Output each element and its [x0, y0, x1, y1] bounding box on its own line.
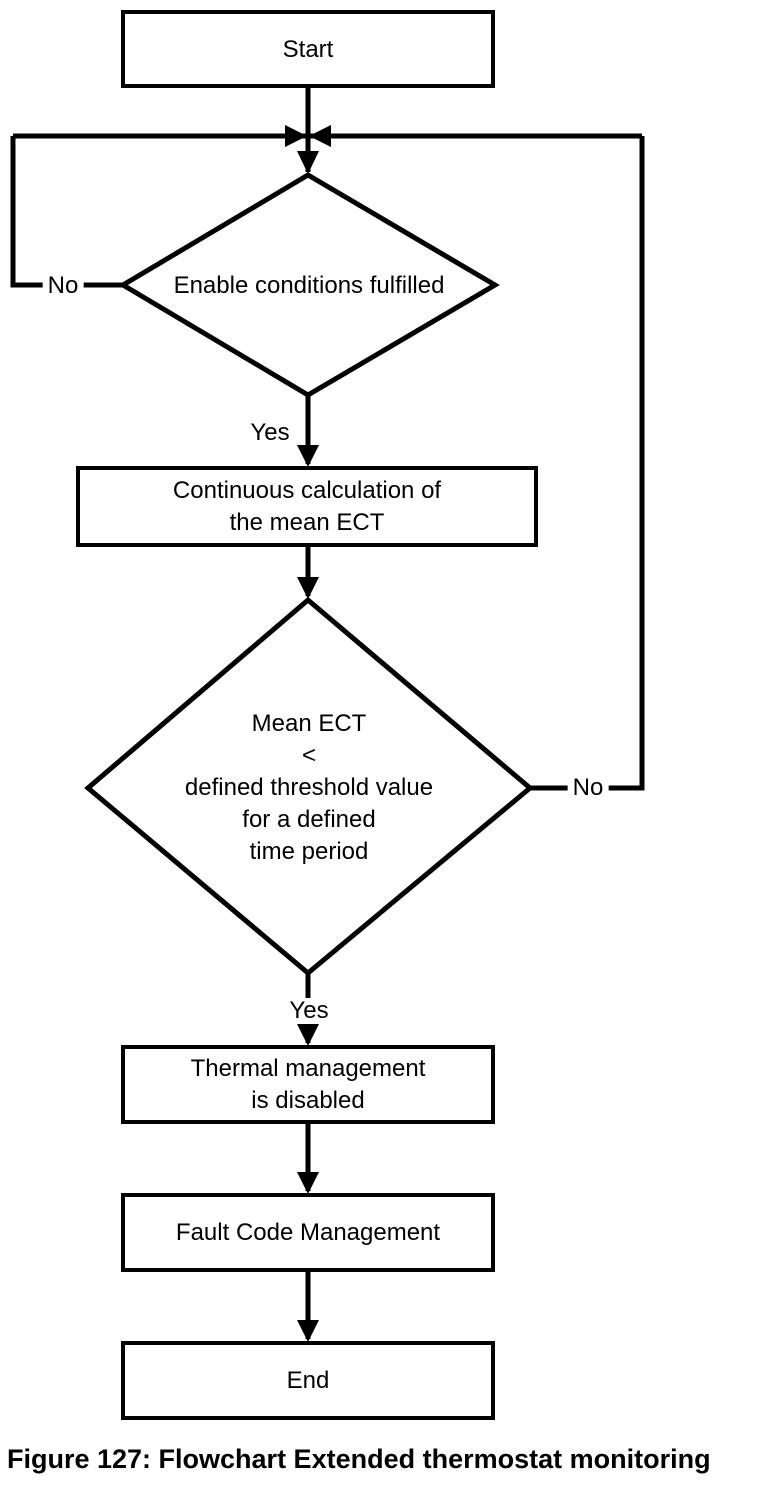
calc-node: [76, 466, 538, 547]
arrowhead-into-fault: [297, 1172, 319, 1194]
edge-label-no-right: No: [567, 775, 609, 801]
mean-decision-line2: <: [301, 742, 316, 769]
arrowhead-junction-left: [285, 125, 307, 147]
start-label: Start: [282, 36, 334, 63]
enable-decision-diamond: [118, 172, 500, 398]
arrowhead-into-enable-decision: [297, 151, 319, 174]
calc-label: Continuous calculation of the mean ECT: [173, 475, 441, 539]
edge-label-no-left: No: [42, 273, 84, 299]
mean-decision-line3: defined threshold value: [184, 774, 434, 801]
arrowhead-junction-right: [309, 125, 331, 147]
arrowhead-into-calc: [297, 445, 319, 467]
edge-label-yes-bottom: Yes: [284, 998, 334, 1024]
end-node: [121, 1341, 495, 1420]
figure-caption: Figure 127: Flowchart Extended thermosta…: [7, 1444, 711, 1474]
edge-label-yes-top: Yes: [245, 420, 295, 446]
thermal-node: [121, 1045, 495, 1124]
arrowhead-into-end: [297, 1320, 319, 1342]
mean-decision-line1: Mean ECT: [251, 710, 367, 737]
fault-code-node: [121, 1193, 495, 1272]
mean-decision-line5: time period: [249, 838, 369, 865]
thermal-label-line2: is disabled: [251, 1087, 365, 1114]
enable-decision-label: Enable conditions fulfilled: [173, 272, 445, 299]
calc-label-line2: the mean ECT: [229, 509, 385, 536]
thermal-label-line1: Thermal management: [190, 1055, 426, 1082]
start-node: [121, 10, 495, 88]
edge-mean-no-loop: [530, 136, 645, 791]
edge-enable-no-loop: [10, 136, 123, 288]
mean-decision-line4: for a defined: [242, 806, 376, 833]
mean-ect-decision-diamond: [84, 596, 534, 977]
mean-ect-decision-label: Mean ECT < defined threshold value for a…: [185, 708, 433, 868]
calc-label-line1: Continuous calculation of: [172, 477, 442, 504]
thermal-label: Thermal management is disabled: [191, 1053, 426, 1117]
arrowhead-into-mean-decision: [297, 577, 319, 599]
end-label: End: [286, 1367, 330, 1394]
fault-code-label: Fault Code Management: [175, 1219, 441, 1246]
arrowhead-into-thermal: [297, 1024, 319, 1046]
